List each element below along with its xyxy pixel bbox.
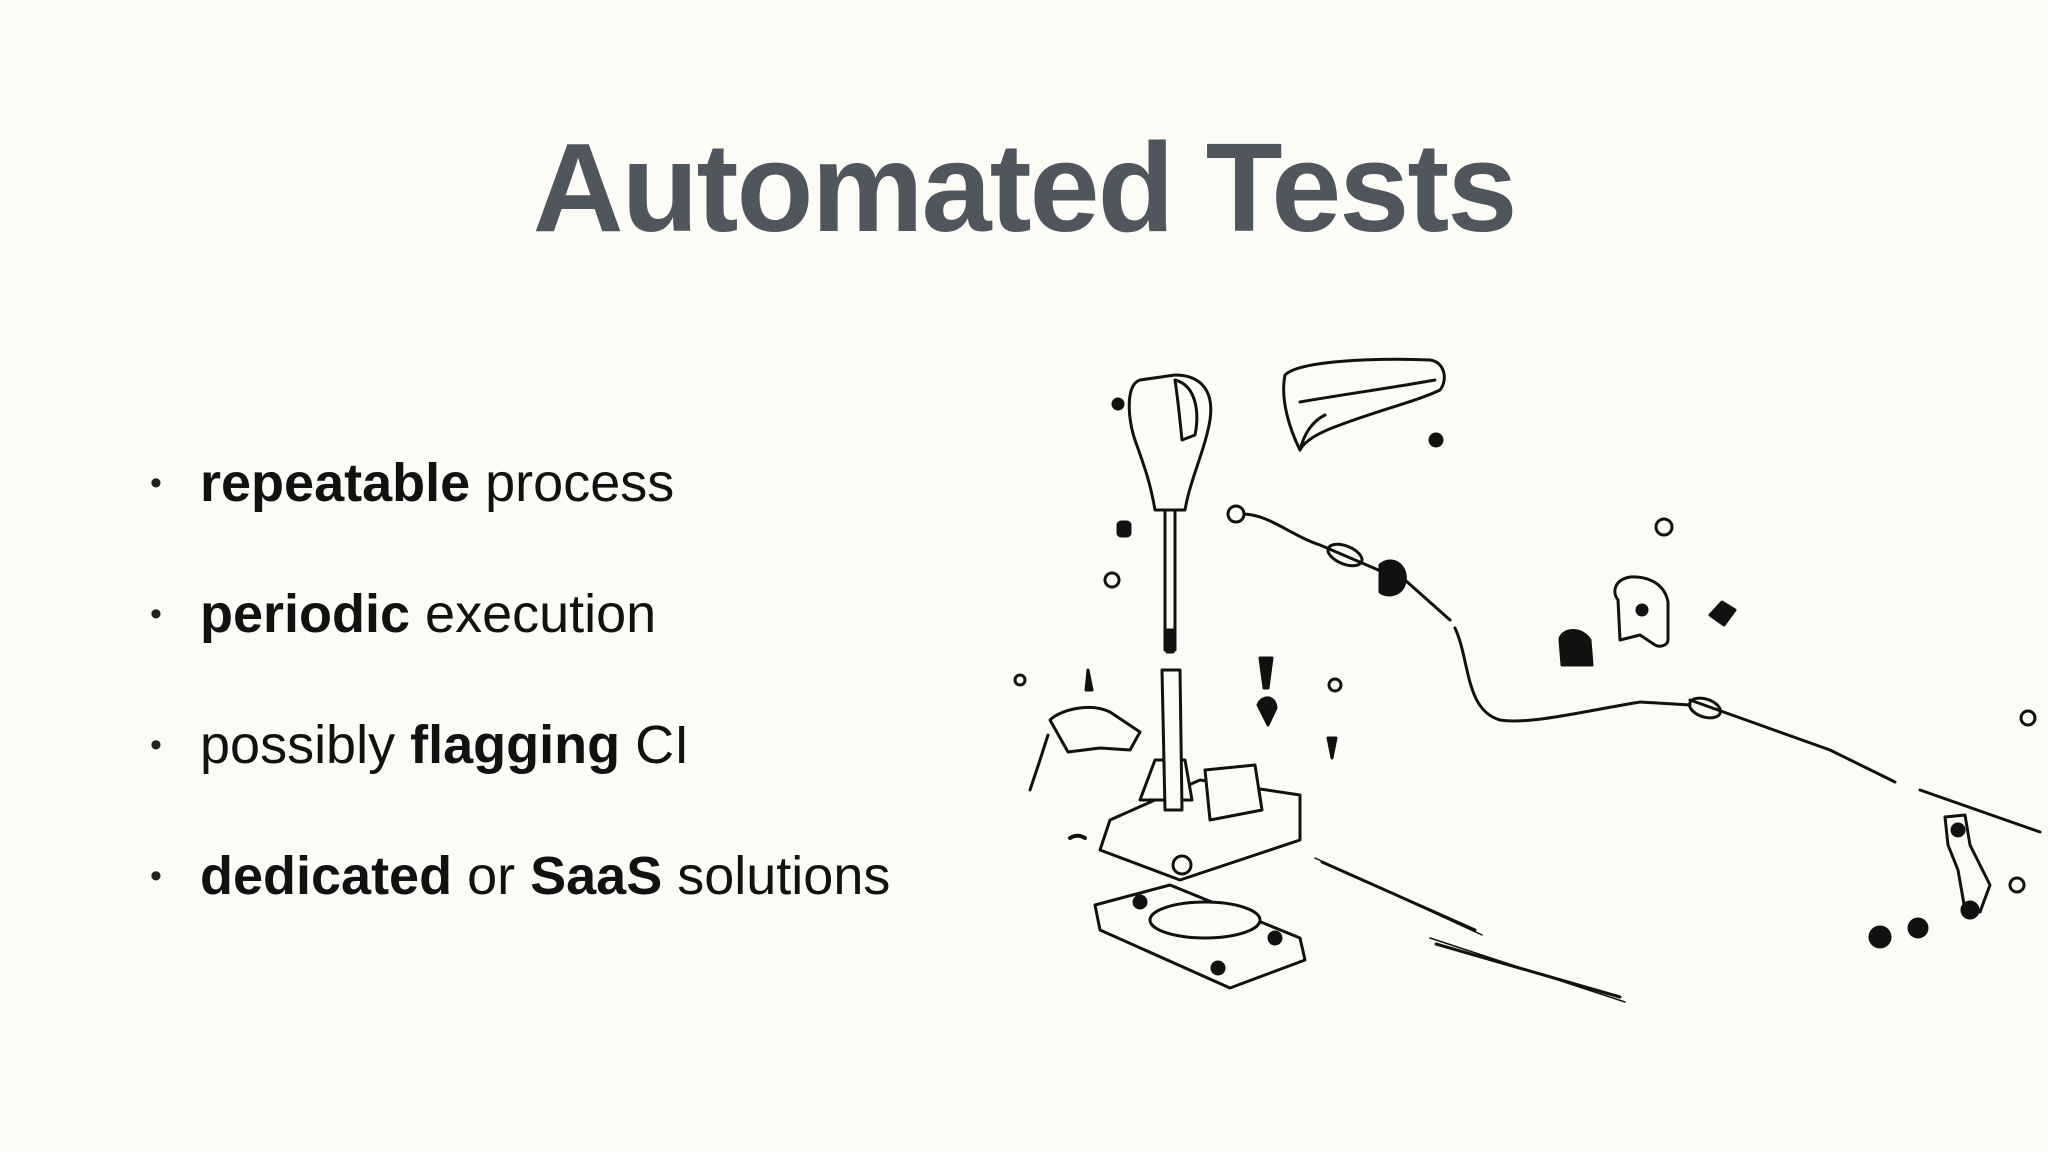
bullet-dot: • <box>150 464 162 502</box>
bullet-item: • repeatable process <box>140 448 890 579</box>
bullet-text: CI <box>620 715 690 775</box>
bullet-text: or <box>452 846 531 906</box>
bullet-text-bold: periodic <box>200 584 411 644</box>
shift-knob-part <box>1127 373 1213 654</box>
gear-shifter-illustration <box>1000 340 2048 1020</box>
bullet-text: possibly <box>200 715 411 775</box>
bullet-item: • possibly flagging CI <box>140 710 890 841</box>
bullet-dot: • <box>150 726 162 764</box>
bullet-text: execution <box>410 584 657 644</box>
bullet-text-bold: flagging <box>410 715 621 775</box>
bullet-text-bold: dedicated <box>200 846 453 906</box>
slide-title: Automated Tests <box>532 117 1518 258</box>
small-parts <box>1013 397 2037 760</box>
bullet-text: solutions <box>662 846 891 906</box>
bullet-item: • dedicated or SaaS solutions <box>140 841 890 972</box>
bracket-part <box>1558 575 2026 914</box>
shifter-base-part <box>1028 668 1302 882</box>
bullet-list: • repeatable process • periodic executio… <box>140 448 890 972</box>
bullet-text: process <box>470 453 675 513</box>
bullet-item: • periodic execution <box>140 579 890 710</box>
base-plate-part <box>1093 883 1307 990</box>
shift-rod-parts <box>1314 857 1626 1003</box>
bullet-dot: • <box>150 857 162 895</box>
bullet-text-bold: SaaS <box>530 846 663 906</box>
console-cover-part <box>1282 357 1446 452</box>
bullet-text-bold: repeatable <box>200 453 471 513</box>
bullet-dot: • <box>150 595 162 633</box>
shift-cable-part <box>1226 504 2042 834</box>
nut-parts <box>1868 900 1980 949</box>
